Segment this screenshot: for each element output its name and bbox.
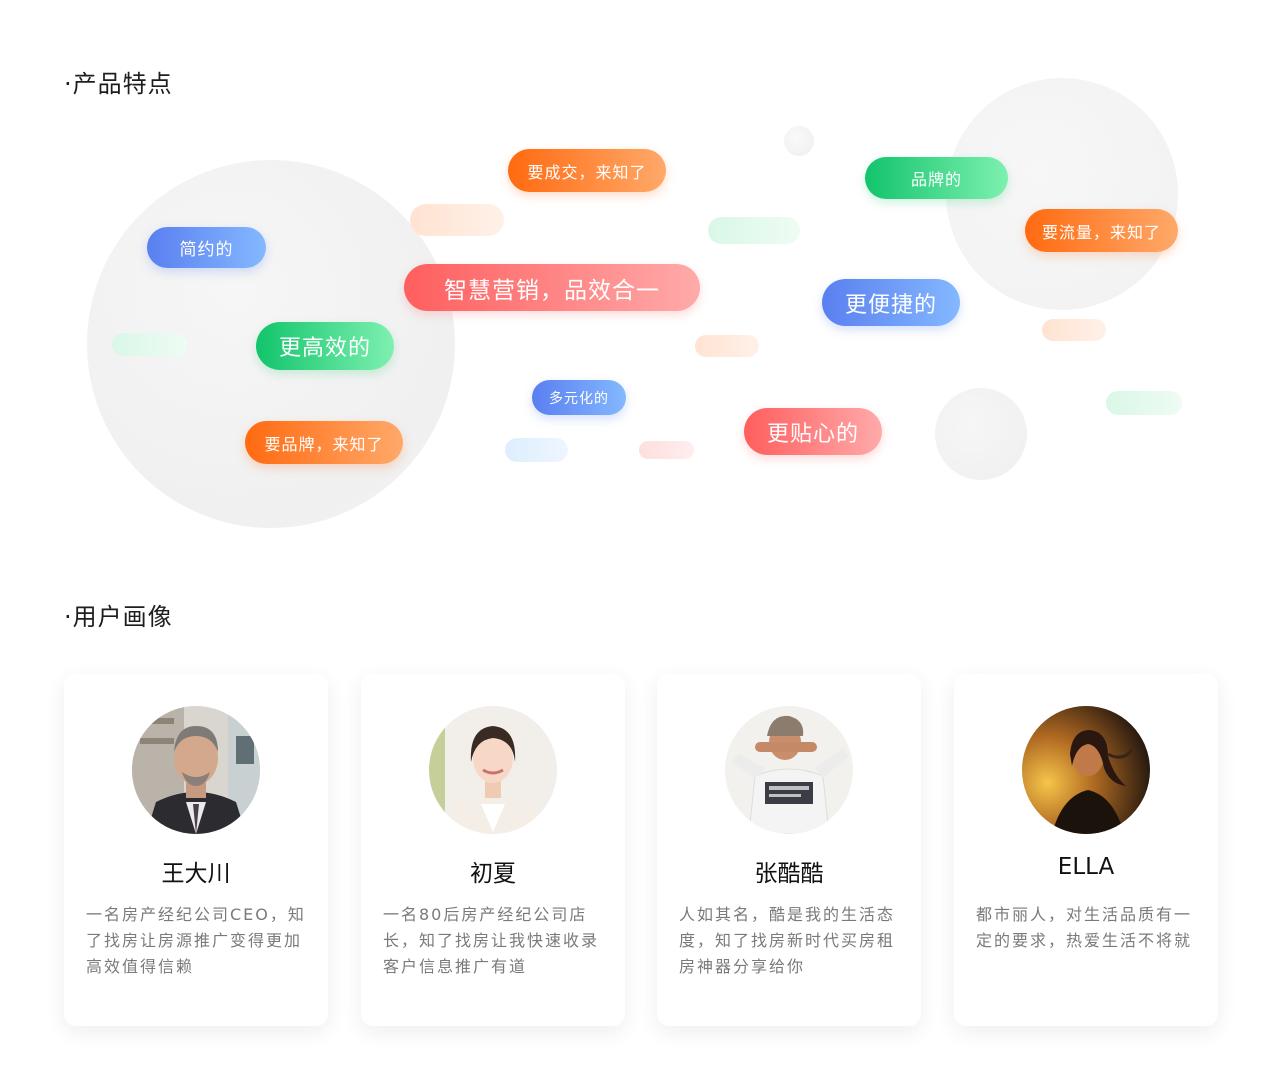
male-executive-avatar [132,706,260,834]
background-circle [935,388,1027,480]
persona-description: 都市丽人，对生活品质有一定的要求，热爱生活不将就 [976,905,1193,950]
feature-pill-caring: 更贴心的 [744,408,882,455]
ghost-pill [695,335,759,357]
young-man-avatar [725,706,853,834]
persona-description: 人如其名，酷是我的生活态度，知了找房新时代买房租房神器分享给你 [679,905,896,976]
features-section-title: ·产品特点 [64,70,173,98]
feature-pill-convenient: 更便捷的 [822,279,960,326]
ghost-pill [410,204,504,236]
feature-pill-smart: 智慧营销，品效合一 [404,264,700,311]
persona-name: ELLA [1057,854,1115,880]
feature-pill-brand-zhile: 要品牌，来知了 [245,421,403,464]
persona-name: 初夏 [470,861,516,887]
personas-section-title: ·用户画像 [64,603,173,631]
persona-card: ELLA 都市丽人，对生活品质有一定的要求，热爱生活不将就 [954,674,1218,1026]
feature-pill-efficient: 更高效的 [256,322,394,370]
ghost-pill [505,438,568,462]
persona-card: 初夏 一名80后房产经纪公司店长，知了找房让我快速收录客户信息推广有道 [361,674,625,1026]
feature-pill-traffic: 要流量，来知了 [1025,209,1178,252]
persona-name: 张酷酷 [754,861,824,887]
feature-tag-cloud: 简约的 要成交，来知了 品牌的 要流量，来知了 智慧营销，品效合一 更便捷的 更… [87,78,1182,528]
feature-pill-diverse: 多元化的 [532,380,626,415]
ghost-pill [639,441,694,459]
ghost-pill [708,217,800,244]
female-manager-avatar [429,706,557,834]
persona-card: 张酷酷 人如其名，酷是我的生活态度，知了找房新时代买房租房神器分享给你 [657,674,921,1026]
persona-description: 一名80后房产经纪公司店长，知了找房让我快速收录客户信息推广有道 [383,905,600,976]
ghost-pill [112,333,187,356]
persona-description: 一名房产经纪公司CEO，知了找房让房源推广变得更加高效值得信赖 [86,905,306,976]
urban-woman-avatar [1022,706,1150,834]
feature-pill-brand: 品牌的 [865,157,1008,199]
feature-pill-concise: 简约的 [147,227,266,268]
ghost-pill [1042,319,1106,341]
persona-name: 王大川 [161,861,231,887]
background-circle [784,126,814,156]
persona-card: 王大川 一名房产经纪公司CEO，知了找房让房源推广变得更加高效值得信赖 [64,674,328,1026]
ghost-pill [1106,391,1182,415]
feature-pill-deal: 要成交，来知了 [508,149,666,192]
